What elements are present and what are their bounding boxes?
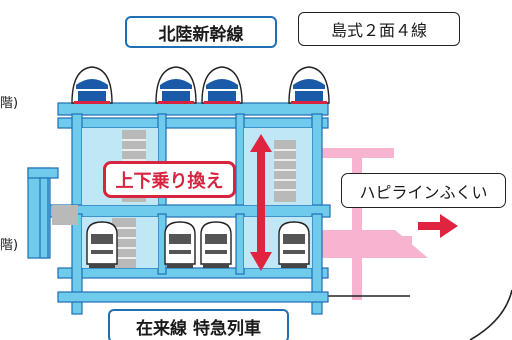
limited-express-train-4 <box>278 221 310 268</box>
conventional-limited-express-label: 在来線 特急列車 <box>108 309 289 340</box>
transfer-arrow <box>250 134 272 271</box>
shinkansen-train-4 <box>288 66 330 104</box>
hapi-line-label: ハピラインふくい <box>341 173 506 208</box>
lower-floor-side-mark: 階) <box>0 238 19 253</box>
shinkansen-trains <box>71 66 330 104</box>
transfer-label: 上下乗り換え <box>103 161 236 198</box>
platform-type-label: 島式２面４線 <box>298 12 460 46</box>
hokuriku-shinkansen-label: 北陸新幹線 <box>125 16 277 48</box>
ground-curve-line <box>469 289 512 340</box>
shinkansen-train-3 <box>201 66 243 104</box>
limited-express-train-3 <box>200 221 232 268</box>
hapi-direction-arrow <box>418 214 458 238</box>
limited-express-train-1 <box>86 221 118 268</box>
station-frame <box>27 102 331 315</box>
limited-express-train-2 <box>164 221 196 268</box>
limited-express-trains <box>86 221 310 268</box>
hapi-line-structure <box>312 148 428 300</box>
shinkansen-train-2 <box>155 66 197 104</box>
upper-floor-side-mark: 階) <box>0 96 19 111</box>
shinkansen-train-1 <box>71 66 113 104</box>
